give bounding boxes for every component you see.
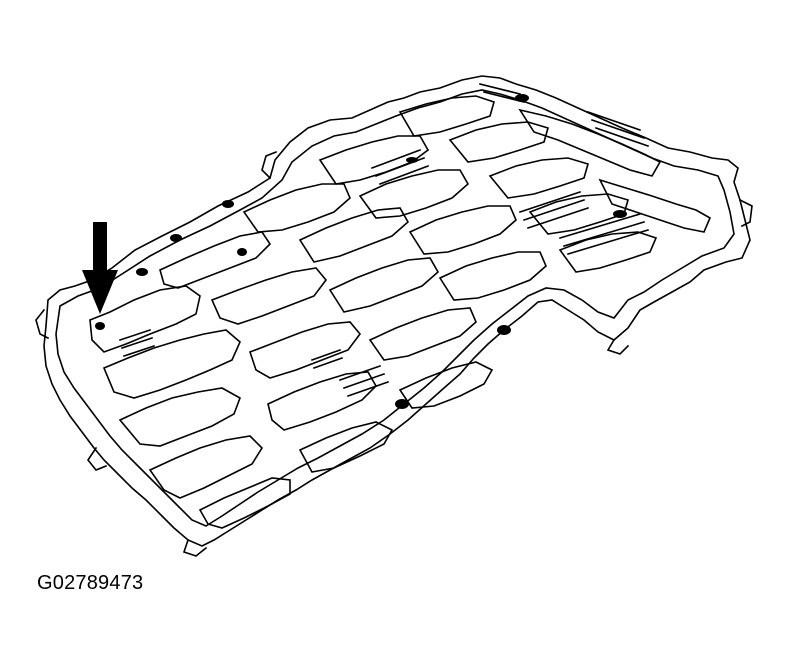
plate-outline [43,75,751,547]
plate-inner-border [55,89,735,527]
figure-code: G02789473 [37,572,144,594]
passage-channels [89,95,712,529]
separator-plate-diagram [35,75,753,557]
edge-tabs [35,150,753,557]
plate-orifices [95,94,627,409]
down-arrow-icon [82,222,118,314]
channel-hatching [118,83,650,398]
